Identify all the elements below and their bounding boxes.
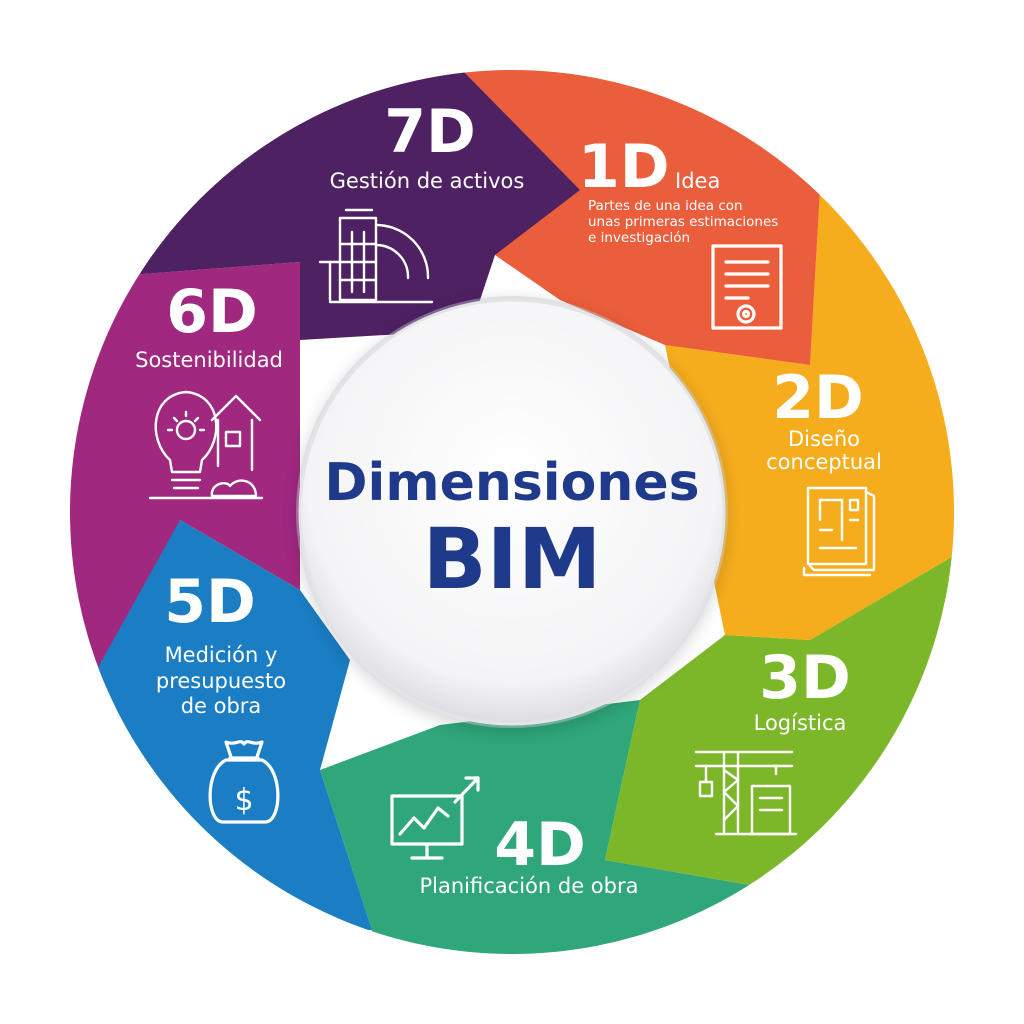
description-1d-line3: e investigación [588,230,690,246]
segment-4d[interactable] [320,700,750,990]
name-6d: Sostenibilidad [135,348,283,372]
segment-icons: $ [148,208,876,860]
label-2d: 2D [772,363,864,433]
crane-icon [694,750,798,836]
label-5d: 5D [164,567,256,637]
description-1d-line2: unas primeras estimaciones [588,214,778,230]
building-gear-icon [318,208,434,304]
name-7d: Gestión de activos [330,169,525,193]
label-7d: 7D [384,97,476,167]
name-1d: Idea [675,169,720,193]
name-2d-line1: Diseño [788,427,860,451]
name-2d-line2: conceptual [766,450,882,474]
segment-6d[interactable] [40,262,300,700]
label-3d: 3D [759,643,851,713]
floor-plan-icon [802,486,876,577]
money-bag-icon: $ [208,740,280,824]
name-3d: Logística [754,711,847,735]
name-4d: Planificación de obra [420,874,639,898]
name-5d-line1: Medición y [165,643,278,667]
segment-labels: 7D Gestión de activos 1D Idea Partes de … [135,97,882,898]
description-1d-line1: Partes de una idea con [588,198,743,214]
svg-text:$: $ [234,783,253,818]
name-5d-line2: presupuesto [156,669,286,693]
label-6d: 6D [166,277,258,347]
center-title-line1: Dimensiones [324,453,699,513]
document-gear-icon [711,244,783,330]
chart-monitor-icon [390,776,480,860]
label-1d: 1D [578,132,670,202]
eco-bulb-icon [148,390,264,500]
center-hub: Dimensiones BIM [296,296,728,728]
label-4d: 4D [494,810,586,880]
name-5d-line3: de obra [181,694,262,718]
center-title-line2: BIM [423,510,602,608]
